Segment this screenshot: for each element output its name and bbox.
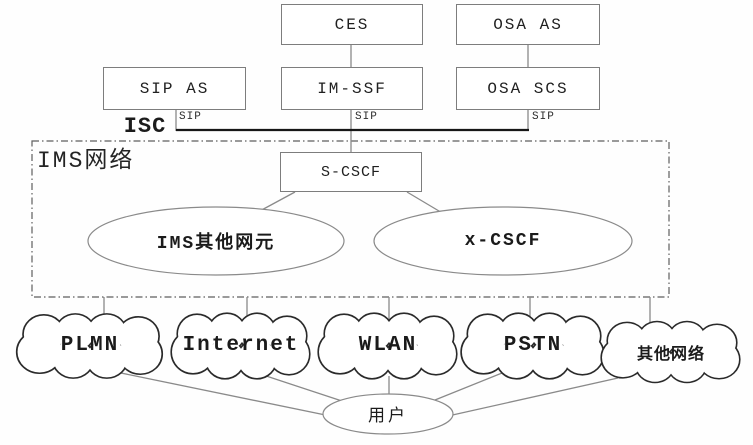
node-sip-as: SIP AS <box>103 67 246 110</box>
other-networks-cloud-label: 其他网络 <box>636 346 705 364</box>
sip-label-center: SIP <box>355 111 378 123</box>
edge-scscf-imsother <box>257 191 296 213</box>
x-cscf-label: x-CSCF <box>464 231 542 251</box>
ims-network-zone-label: IMS网络 <box>37 148 135 174</box>
ellipse-ims-other-elements <box>87 206 345 276</box>
node-osa-as: OSA AS <box>456 4 600 45</box>
node-s-cscf: S-CSCF <box>280 152 422 192</box>
isc-interface-label: ISC <box>123 113 167 139</box>
edge-internet-user <box>253 371 346 403</box>
sip-label-left: SIP <box>179 111 202 123</box>
edge-pstn-user <box>429 370 508 403</box>
pstn-cloud-label: PSTN <box>503 333 563 357</box>
sip-label-right: SIP <box>532 111 555 123</box>
ellipse-user <box>322 393 454 435</box>
node-im-ssf: IM-SSF <box>281 67 423 110</box>
edge-othernet-user <box>447 377 619 417</box>
user-ellipse-label: 用户 <box>368 408 408 427</box>
node-osa-scs: OSA SCS <box>456 67 600 110</box>
internet-cloud-label: Internet <box>182 333 300 357</box>
plmn-cloud-label: PLMN <box>60 333 120 357</box>
node-ces: CES <box>281 4 423 45</box>
wlan-cloud-label: WLAN <box>358 333 418 357</box>
edge-plmn-user <box>115 371 341 419</box>
ims-other-elements-label: IMS其他网元 <box>156 234 276 254</box>
ims-network-zone-border <box>31 140 670 298</box>
edge-scscf-xcscf <box>406 191 445 215</box>
ellipse-x-cscf <box>373 206 633 276</box>
